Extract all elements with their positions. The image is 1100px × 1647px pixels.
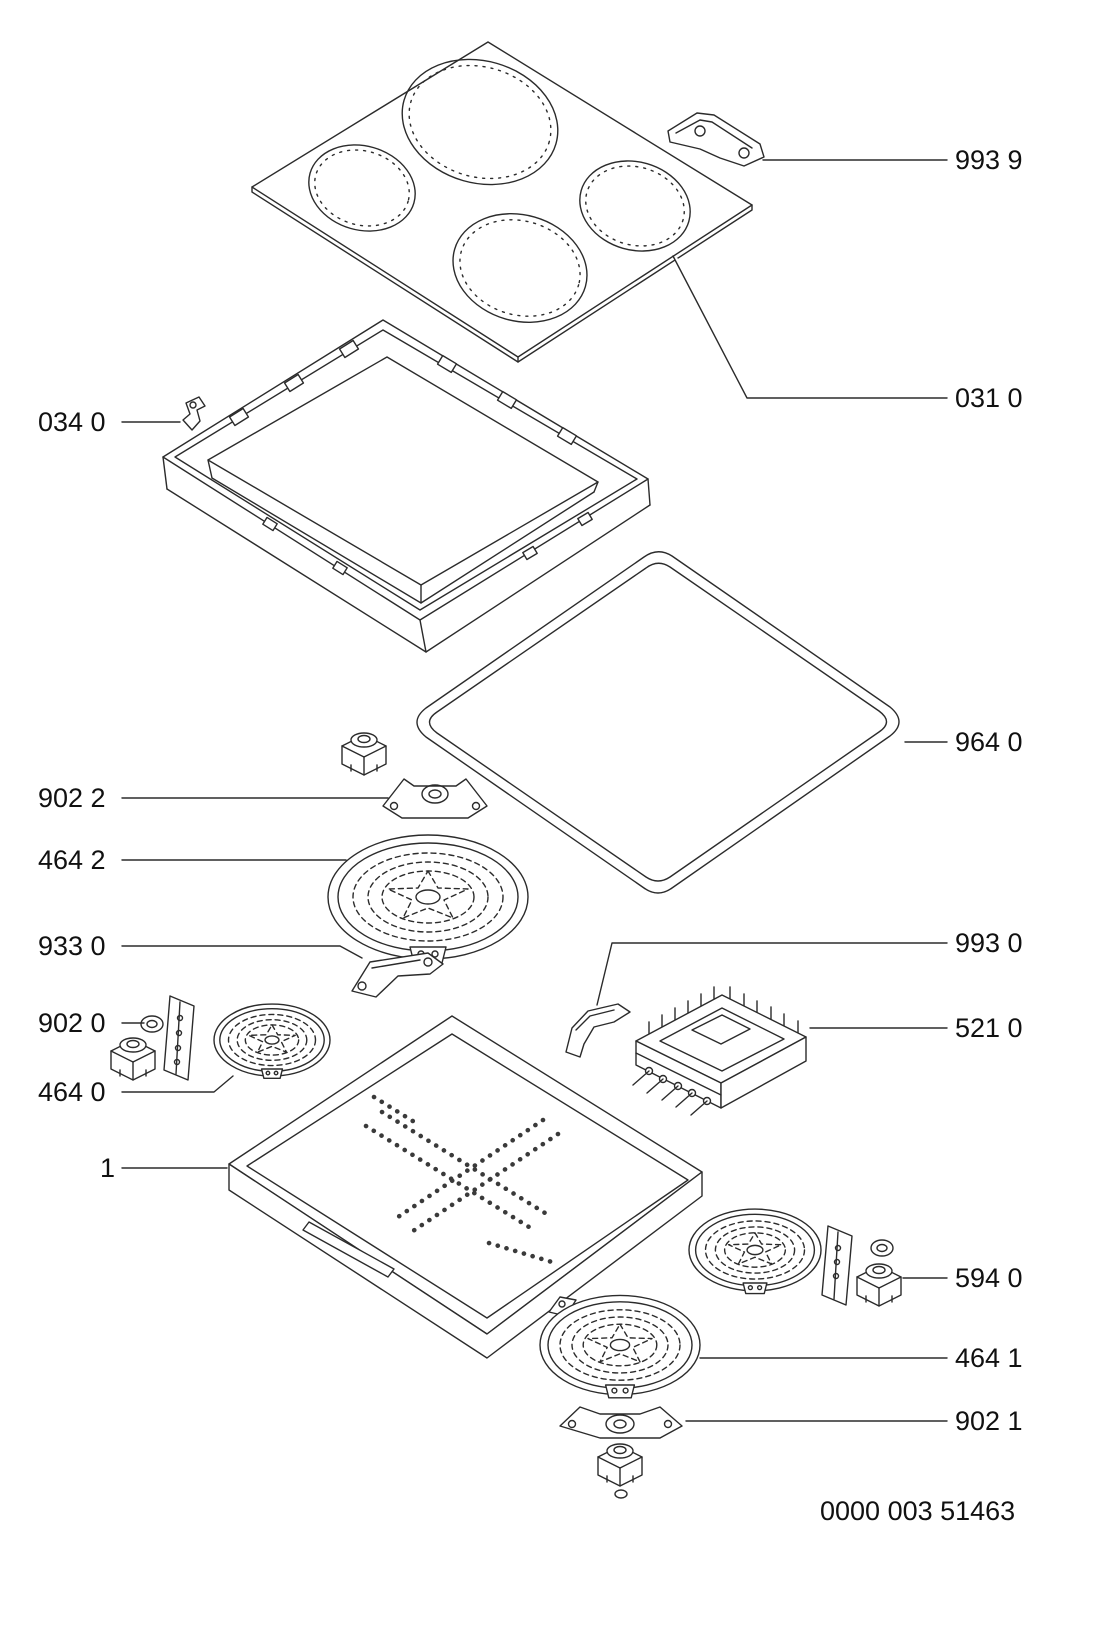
part-glass-ceramic-surface <box>252 42 752 362</box>
leader-4640 <box>122 1076 233 1092</box>
part-bracket-9330 <box>352 953 443 997</box>
part-label-521-0: 521 0 <box>955 1013 1023 1043</box>
part-bracket-9930 <box>566 1004 630 1057</box>
leader-9330 <box>122 946 362 958</box>
part-label-464-0: 464 0 <box>38 1077 106 1107</box>
part-support-bracket-9022 <box>383 779 487 818</box>
part-heating-element-4641 <box>539 1294 701 1399</box>
part-label-031-0: 031 0 <box>955 383 1023 413</box>
part-energy-regulator-right <box>856 1263 902 1307</box>
part-energy-regulator-left <box>110 1037 156 1081</box>
frame-tabs <box>230 341 593 575</box>
part-label-993-9: 993 9 <box>955 145 1023 175</box>
regulator-shaft-tip <box>615 1490 627 1498</box>
part-frame-0310 <box>163 320 650 652</box>
part-label-464-1: 464 1 <box>955 1343 1023 1373</box>
part-clip-0340 <box>183 397 205 430</box>
burner-zone-front-left <box>299 133 426 244</box>
part-label-034-0: 034 0 <box>38 407 106 437</box>
part-label-902-2: 902 2 <box>38 783 106 813</box>
part-heating-element-4640 <box>213 1003 331 1079</box>
part-label-464-2: 464 2 <box>38 845 106 875</box>
part-grommet-right <box>870 1239 894 1257</box>
burner-zone-front <box>440 198 600 337</box>
leader-lines <box>122 160 947 1421</box>
part-label-933-0: 933 0 <box>38 931 106 961</box>
part-heating-element-4642 <box>327 834 529 964</box>
part-label-964-0: 964 0 <box>955 727 1023 757</box>
part-label-1: 1 <box>100 1153 116 1183</box>
part-support-bracket-9021 <box>560 1407 682 1438</box>
leader-9930 <box>597 943 947 1005</box>
part-fixing-bracket-9939 <box>668 113 764 166</box>
part-label-594-0: 594 0 <box>955 1263 1023 1293</box>
document-number: 0000 003 51463 <box>820 1496 1016 1526</box>
part-label-993-0: 993 0 <box>955 928 1023 958</box>
part-seal-9640 <box>417 552 899 893</box>
part-base-pan-1 <box>229 1016 702 1358</box>
part-label-902-0: 902 0 <box>38 1008 106 1038</box>
leader-0310 <box>673 256 947 398</box>
burner-zone-rear-right <box>569 148 701 263</box>
part-energy-regulator-bottom <box>597 1443 643 1487</box>
part-support-bracket-5940 <box>822 1226 852 1305</box>
burner-zone-large <box>387 42 573 203</box>
part-label-902-1: 902 1 <box>955 1406 1023 1436</box>
part-energy-regulator-top <box>341 732 387 776</box>
part-support-bracket-9020 <box>164 996 194 1080</box>
part-grommet-left <box>140 1015 164 1033</box>
part-heating-element-5940 <box>688 1208 822 1295</box>
part-terminal-box-5210 <box>633 987 806 1115</box>
